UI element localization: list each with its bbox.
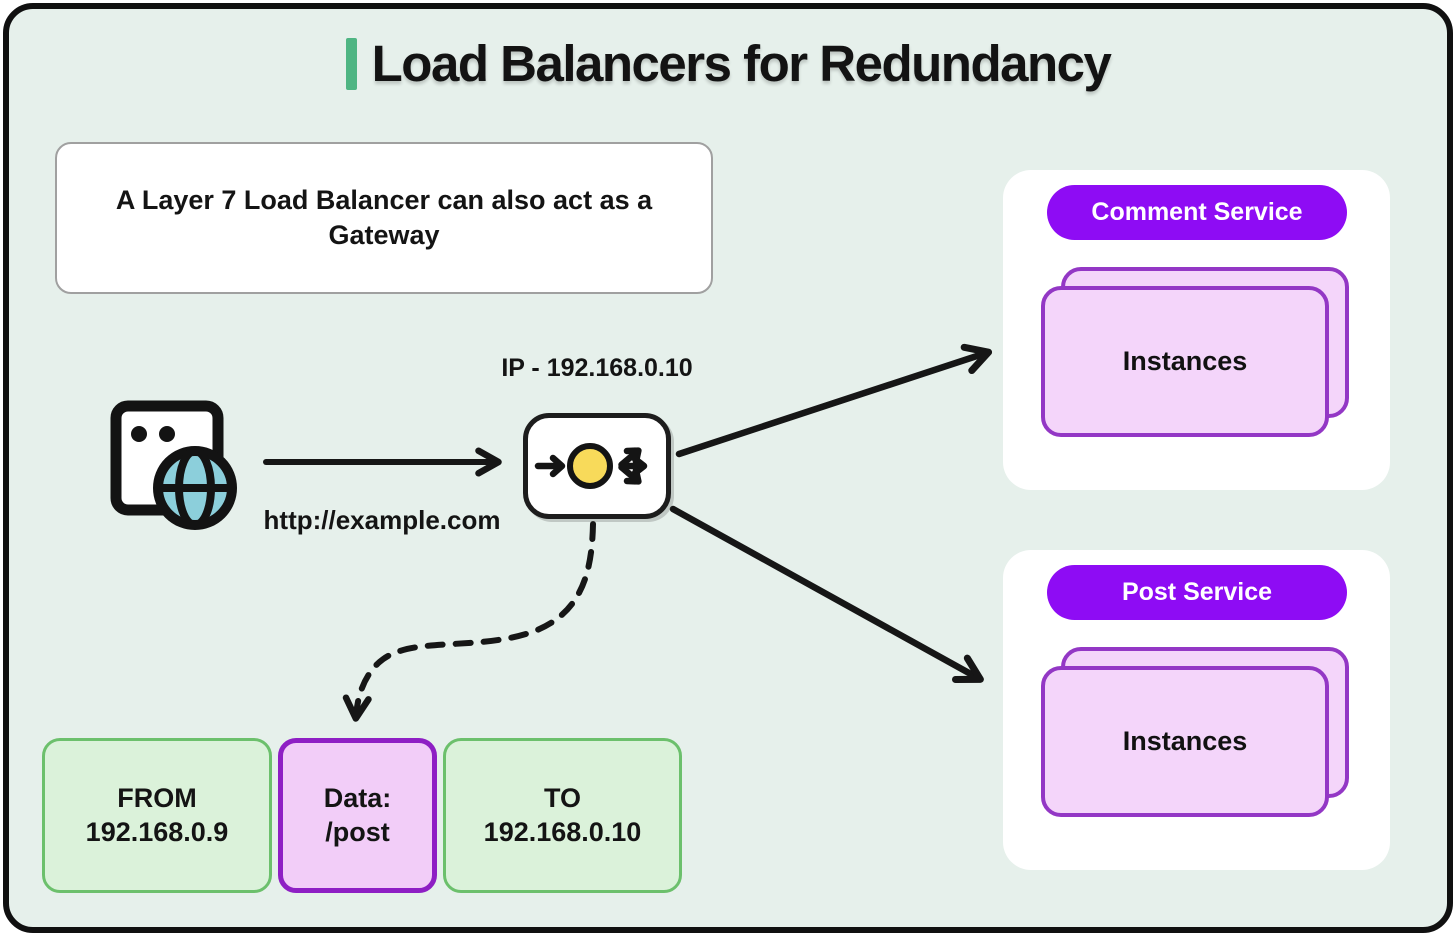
packet-from-box: FROM 192.168.0.9	[42, 738, 272, 893]
packet-to-label: TO	[543, 782, 581, 813]
lb-in-arrow	[534, 454, 566, 478]
client-url-label: http://example.com	[263, 505, 501, 535]
lb-out-arrows	[618, 447, 648, 485]
packet-data-label: Data:	[323, 782, 392, 813]
packet-from-value: 192.168.0.9	[85, 816, 229, 847]
packet-data-box: Data: /post	[278, 738, 437, 893]
browser-dot	[159, 426, 175, 442]
post-service-badge: Post Service	[1047, 565, 1347, 620]
browser-icon	[110, 400, 237, 530]
page-title: Load Balancers for Redundancy	[371, 35, 1112, 92]
packet-to-value: 192.168.0.10	[483, 816, 642, 847]
globe-icon	[153, 446, 237, 530]
comment-instances-label: Instances	[1122, 346, 1248, 376]
lb-node-dot	[567, 443, 613, 489]
load-balancer-icon	[523, 413, 671, 519]
note-box: A Layer 7 Load Balancer can also act as …	[55, 142, 713, 294]
comment-service-badge: Comment Service	[1047, 185, 1347, 240]
post-instances-label: Instances	[1122, 726, 1248, 756]
note-text: A Layer 7 Load Balancer can also act as …	[115, 184, 653, 250]
browser-dot	[131, 426, 147, 442]
load-balancer-ip-label: IP - 192.168.0.10	[501, 354, 693, 382]
post-service-card: Post Service Instances	[1003, 550, 1390, 870]
comment-instance-card-front: Instances	[1041, 286, 1329, 437]
comment-service-card: Comment Service Instances	[1003, 170, 1390, 490]
post-instance-card-front: Instances	[1041, 666, 1329, 817]
packet-from-label: FROM	[117, 782, 197, 813]
packet-to-box: TO 192.168.0.10	[443, 738, 682, 893]
title-block: Load Balancers for Redundancy	[0, 34, 1456, 93]
packet-data-value: /post	[325, 816, 390, 847]
title-accent-bar	[345, 37, 357, 90]
